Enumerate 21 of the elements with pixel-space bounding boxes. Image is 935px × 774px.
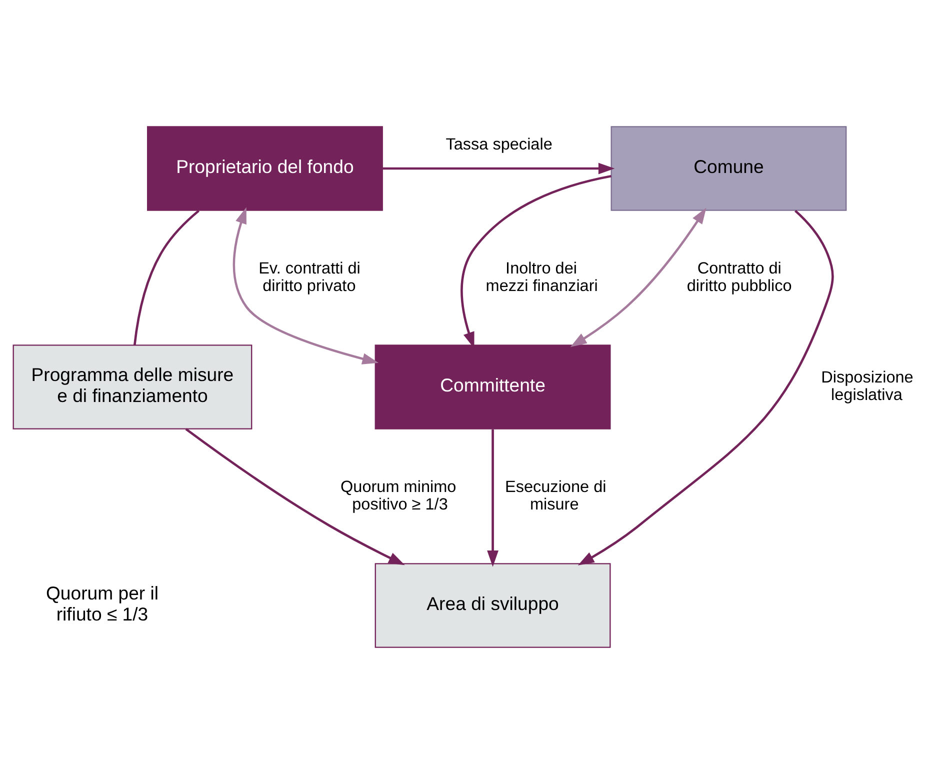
arrow xyxy=(382,162,615,174)
node-box: Committente xyxy=(374,344,611,430)
node-box: Programma delle misure e di finanziamento xyxy=(12,344,252,430)
node-box: Comune xyxy=(610,126,847,211)
node-box: Area di sviluppo xyxy=(374,563,611,648)
connector xyxy=(133,210,200,346)
label: Quorum per il rifiuto ≤ 1/3 xyxy=(46,582,159,624)
arrow xyxy=(232,207,379,364)
edge-label: Tassa speciale xyxy=(446,136,552,154)
edge-label: Ev. contratti di diritto privato xyxy=(258,259,360,295)
edge-label: Quorum minimo positivo ≥ 1/3 xyxy=(340,478,456,514)
arrow xyxy=(487,429,498,567)
arrow xyxy=(578,210,834,566)
edge-label: Disposizione legislativa xyxy=(821,368,914,404)
edge-label: Esecuzione di misure xyxy=(504,478,606,514)
node-box: Proprietario del fondo xyxy=(147,126,383,211)
edge-label: Inoltro dei mezzi finanziari xyxy=(486,259,598,295)
arrow xyxy=(185,428,405,566)
arrow xyxy=(460,174,612,348)
edge-label: Contratto di diritto pubblico xyxy=(686,259,792,295)
arrow xyxy=(570,208,706,347)
